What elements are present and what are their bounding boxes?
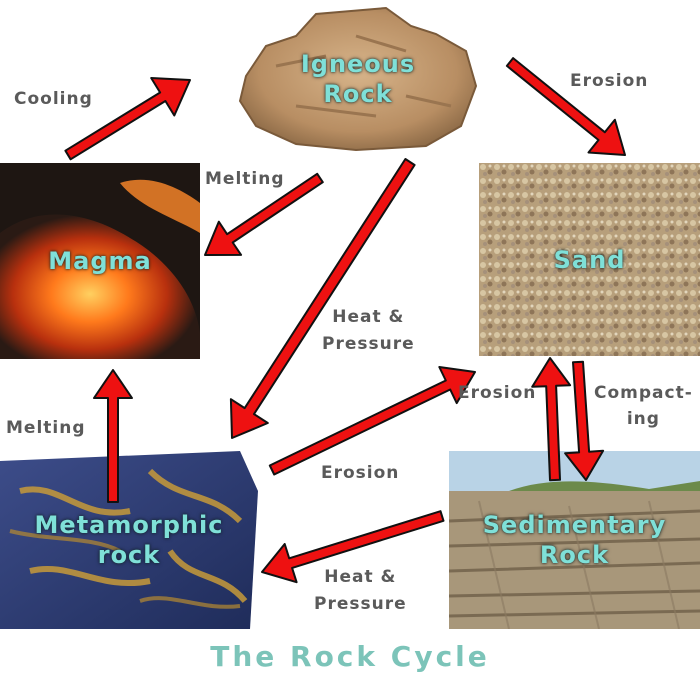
diagram-title: The Rock Cycle (210, 640, 490, 673)
sand-image (479, 163, 700, 356)
sand-label: Sand (553, 245, 626, 274)
arrow-erosion-metamorphic-sand (268, 366, 476, 476)
magma-label: Magma (48, 247, 152, 275)
sedimentary-rock-label: Sedimentary Rock (482, 511, 667, 569)
igneous-rock-image (238, 6, 478, 152)
edge-label-heat-pressure-sedimentary-metamorphic: Heat & Pressure (314, 567, 407, 614)
edge-label-melting-igneous-magma: Melting (205, 169, 285, 189)
edge-label-erosion-igneous-sand: Erosion (570, 71, 649, 91)
magma-node: Magma (0, 163, 200, 359)
edge-label-melting-metamorphic-magma: Melting (6, 418, 86, 438)
sedimentary-rock-node: Sedimentary Rock (449, 451, 700, 629)
edge-label-erosion-metamorphic-sand: Erosion (458, 383, 537, 403)
metamorphic-rock-node: Metamorphic rock (0, 451, 258, 629)
metamorphic-rock-image (0, 451, 258, 629)
sand-node: Sand (479, 163, 700, 356)
sedimentary-rock-image (449, 451, 700, 629)
arrow-heat-pressure-igneous-metamorphic (229, 158, 416, 439)
edge-label-compacting: Compact- ing (594, 383, 693, 429)
edge-label-heat-pressure-igneous-metamorphic: Heat & Pressure (322, 307, 415, 354)
igneous-rock-node: Igneous Rock (236, 6, 480, 152)
igneous-rock-label: Igneous Rock (300, 50, 416, 108)
edge-label-cooling: Cooling (14, 89, 93, 109)
metamorphic-rock-label: Metamorphic rock (34, 511, 224, 569)
edge-label-erosion-sedimentary-metamorphic: Erosion (321, 463, 400, 483)
magma-image (0, 163, 200, 359)
